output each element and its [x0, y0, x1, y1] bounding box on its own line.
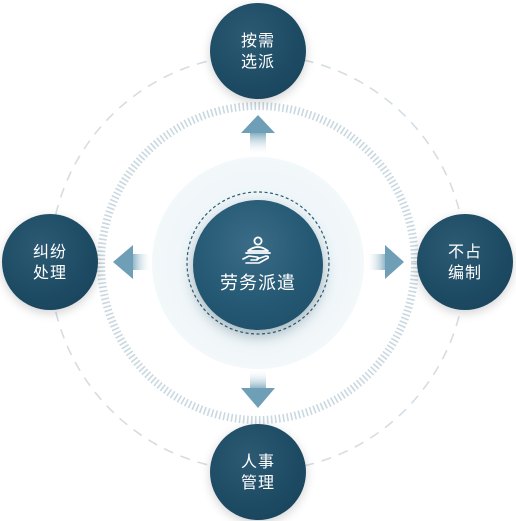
- node-label-line2: 管理: [240, 473, 275, 492]
- node-label-line2: 处理: [32, 263, 67, 282]
- center-node: 劳务派遣: [193, 200, 323, 330]
- node-label-line1: 纠纷: [32, 242, 67, 261]
- node-label-line1: 不占: [447, 242, 482, 261]
- tick-ring: [97, 102, 419, 424]
- node-label-line1: 按需: [240, 31, 275, 50]
- center-label: 劳务派遣: [220, 273, 296, 294]
- node-label-line2: 选派: [240, 52, 275, 71]
- node-dispute-handling: 纠纷 处理: [2, 214, 98, 310]
- arrow-down: [241, 369, 275, 408]
- node-hr-management: 人事 管理: [210, 424, 306, 520]
- node-label-line2: 编制: [447, 263, 482, 282]
- arrow-up: [241, 115, 275, 155]
- arrow-left: [113, 245, 152, 279]
- center-dashed-ring: [186, 191, 330, 335]
- node-label-line1: 人事: [240, 452, 275, 471]
- node-no-headcount: 不占 编制: [417, 214, 513, 310]
- arrow-right: [366, 245, 404, 279]
- serving-hand-icon: [242, 236, 271, 264]
- node-on-demand-dispatch: 按需 选派: [210, 3, 306, 99]
